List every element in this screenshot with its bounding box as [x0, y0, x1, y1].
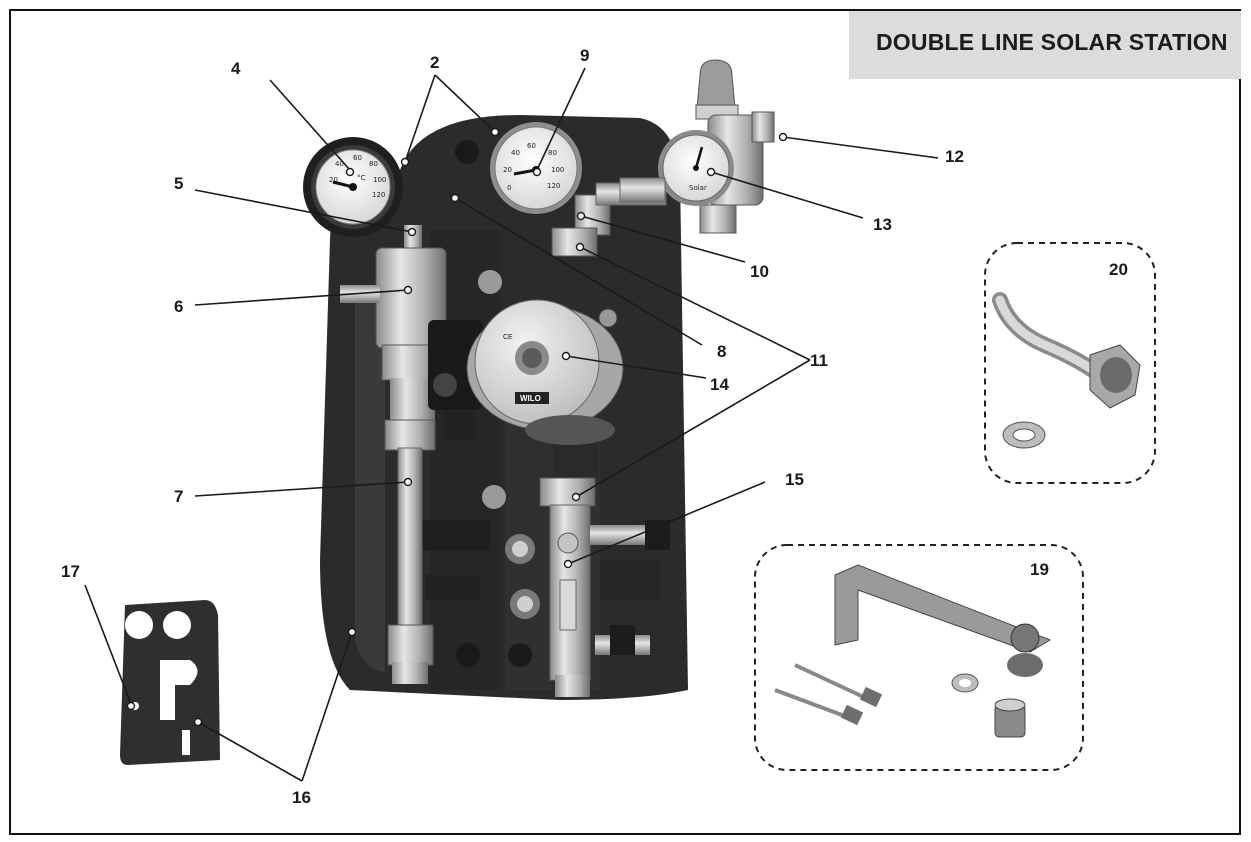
right-supply-line [539, 182, 670, 697]
callout-4: 4 [231, 59, 241, 78]
callout-16: 16 [292, 788, 311, 807]
safety-gauge-label: Solar [689, 184, 707, 192]
callout-7: 7 [174, 487, 183, 506]
callout-8: 8 [717, 342, 726, 361]
title-box: DOUBLE LINE SOLAR STATION [849, 11, 1241, 79]
callout-6: 6 [174, 297, 183, 316]
left-tick-60: 60 [353, 154, 362, 162]
left-tick-100: 100 [373, 176, 386, 184]
left-tick-80: 80 [369, 160, 378, 168]
circulation-pump: WILO CE [428, 299, 624, 445]
callout-11: 11 [810, 351, 828, 370]
left-tick-20: 20 [329, 176, 338, 184]
left-thermometer: 20 40 60 80 100 120 °C [303, 137, 403, 237]
callout-19: 19 [1030, 560, 1049, 579]
left-return-line [340, 225, 447, 684]
callout-12: 12 [945, 147, 964, 166]
left-tick-120: 120 [372, 191, 385, 199]
callout-2: 2 [430, 53, 439, 72]
leader-dots [126, 127, 788, 727]
callout-14: 14 [710, 375, 729, 394]
center-tick-60: 60 [527, 142, 536, 150]
callout-labels: 4 2 9 5 6 7 8 10 11 12 13 14 15 16 17 19… [61, 46, 1128, 807]
center-tick-40: 40 [511, 149, 520, 157]
callout-20: 20 [1109, 260, 1128, 279]
callout-5: 5 [174, 174, 183, 193]
inset-flexible-hose [984, 242, 1156, 484]
callout-17: 17 [61, 562, 80, 581]
callout-9: 9 [580, 46, 589, 65]
page-title: DOUBLE LINE SOLAR STATION [876, 29, 1228, 55]
left-unit: °C [357, 174, 366, 182]
pump-brand: WILO [520, 394, 541, 403]
insulation-cover-part [120, 600, 220, 765]
left-tick-40: 40 [335, 160, 344, 168]
center-tick-100: 100 [551, 166, 564, 174]
callout-15: 15 [785, 470, 804, 489]
pump-mark: CE [503, 334, 513, 341]
callout-10: 10 [750, 262, 769, 281]
callout-13: 13 [873, 215, 892, 234]
center-tick-0: 0 [507, 184, 511, 192]
inset-wall-bracket [754, 544, 1084, 771]
center-tick-120: 120 [547, 182, 560, 190]
center-tick-80: 80 [548, 149, 557, 157]
center-tick-20: 20 [503, 166, 512, 174]
safety-group: Solar [619, 59, 775, 234]
leader-lines [84, 67, 939, 782]
